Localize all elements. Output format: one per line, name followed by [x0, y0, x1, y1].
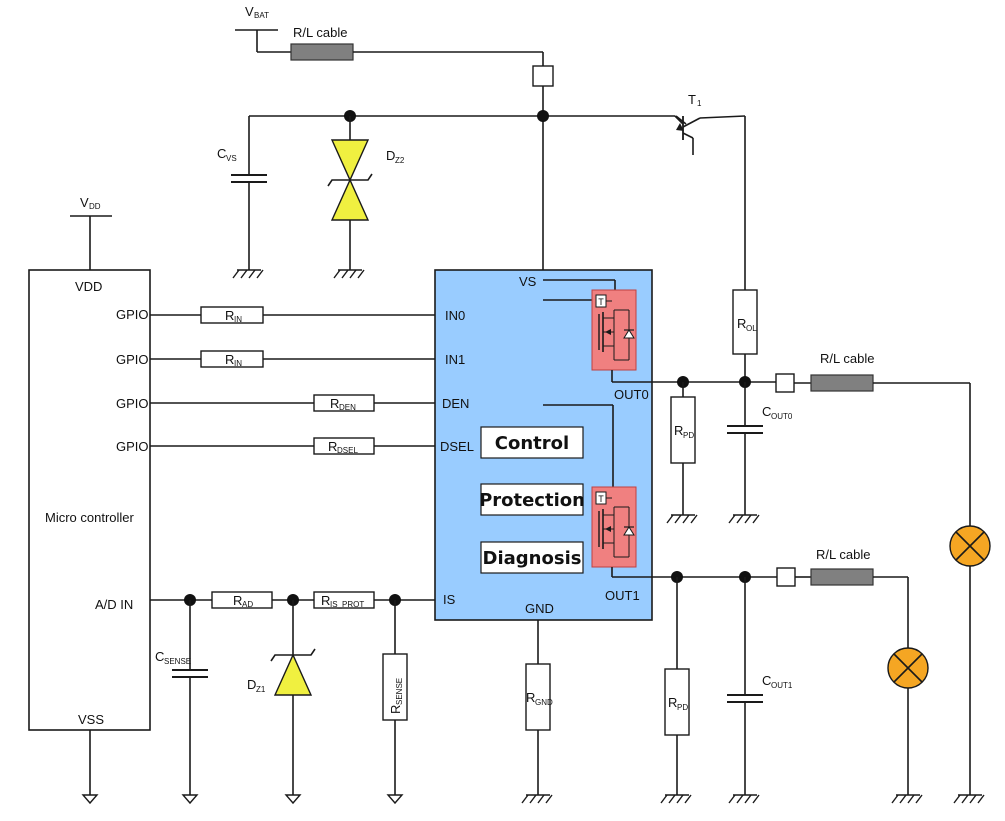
mcu-gpio-pin: GPIO [116, 307, 149, 322]
out0-cable-label: R/L cable [820, 351, 874, 366]
svg-text:Diagnosis: Diagnosis [483, 548, 582, 569]
mosfet-icon [591, 486, 637, 568]
mcu-adc-pin: A/D IN [95, 597, 133, 612]
svg-text:R: R [328, 439, 337, 454]
ground-icon [521, 794, 553, 804]
svg-text:DSEL: DSEL [337, 446, 358, 455]
pin-den: DEN [442, 396, 469, 411]
out0-connector [775, 373, 795, 393]
svg-text:D: D [386, 148, 395, 163]
micro-controller [28, 269, 151, 731]
svg-text:OUT0: OUT0 [771, 412, 793, 421]
rpd1-resistor [664, 668, 690, 736]
pin-gnd: GND [525, 601, 554, 616]
vdd-supply-label: V [80, 195, 89, 210]
t1-transistor-icon [674, 115, 746, 155]
out1-connector [776, 567, 796, 587]
vbat-cable-label: R/L cable [293, 25, 347, 40]
pin-in0: IN0 [445, 308, 465, 323]
svg-text:DD: DD [89, 202, 101, 211]
svg-text:R: R [233, 593, 242, 608]
svg-text:SENSE: SENSE [395, 678, 404, 705]
svg-text:R: R [674, 423, 683, 438]
mcu-gpio-pin: GPIO [116, 439, 149, 454]
diagnosis-block [480, 541, 584, 574]
mcu-vdd-pin: VDD [75, 279, 102, 294]
svg-text:R: R [321, 593, 330, 608]
svg-text:GND: GND [535, 698, 553, 707]
pin-dsel: DSEL [440, 439, 474, 454]
vbat-label: V [245, 4, 254, 19]
svg-text:AD: AD [242, 600, 253, 609]
pin-in1: IN1 [445, 352, 465, 367]
svg-text:R: R [668, 695, 677, 710]
control-block [480, 426, 584, 459]
svg-text:Control: Control [495, 433, 569, 454]
svg-text:PD: PD [683, 431, 694, 440]
ground-icon [82, 794, 98, 804]
svg-text:VS: VS [226, 154, 237, 163]
protection-block [480, 483, 584, 516]
svg-text:T: T [688, 92, 696, 107]
ground-icon [728, 514, 760, 524]
svg-text:SENSE: SENSE [164, 657, 191, 666]
ground-icon [387, 794, 403, 804]
vbat-cable [290, 43, 354, 61]
svg-text:D: D [247, 677, 256, 692]
svg-text:R: R [388, 705, 403, 714]
ground-icon [953, 794, 985, 804]
svg-text:R: R [225, 308, 234, 323]
svg-text:Z1: Z1 [256, 685, 266, 694]
svg-text:C: C [762, 673, 771, 688]
svg-text:C: C [762, 404, 771, 419]
svg-text:R: R [737, 316, 746, 331]
out1-cable-label: R/L cable [816, 547, 870, 562]
ground-icon [333, 269, 365, 279]
rgnd-resistor [525, 663, 551, 731]
svg-text:OUT1: OUT1 [771, 681, 793, 690]
vbat-connector [532, 65, 554, 87]
svg-text:Z2: Z2 [395, 156, 405, 165]
svg-text:OL: OL [746, 324, 757, 333]
svg-text:1: 1 [697, 99, 702, 108]
pin-is: IS [443, 592, 456, 607]
svg-text:IN: IN [234, 315, 242, 324]
mcu-vss-pin: VSS [78, 712, 104, 727]
svg-text:BAT: BAT [254, 11, 269, 20]
dz2-zener-diode-icon [327, 139, 373, 221]
lamp-icon [887, 647, 929, 689]
ground-icon [891, 794, 923, 804]
svg-text:DEN: DEN [339, 403, 356, 412]
svg-text:IN: IN [234, 359, 242, 368]
mcu-gpio-pin: GPIO [116, 352, 149, 367]
dz1-zener-diode-icon [270, 648, 316, 696]
svg-text:PD: PD [677, 703, 688, 712]
svg-text:R: R [225, 352, 234, 367]
out0-cable [810, 374, 874, 392]
ground-icon [660, 794, 692, 804]
mcu-title: Micro controller [45, 510, 135, 525]
svg-text:C: C [217, 146, 226, 161]
svg-text:IS_PROT: IS_PROT [330, 600, 364, 609]
svg-text:R: R [330, 396, 339, 411]
svg-text:Protection: Protection [479, 490, 585, 511]
mcu-gpio-pin: GPIO [116, 396, 149, 411]
lamp-icon [949, 525, 991, 567]
ground-icon [182, 794, 198, 804]
pin-vs: VS [519, 274, 537, 289]
ground-icon [285, 794, 301, 804]
ground-icon [232, 269, 264, 279]
svg-text:C: C [155, 649, 164, 664]
out1-cable [810, 568, 874, 586]
pin-out1: OUT1 [605, 588, 640, 603]
rpd0-resistor [670, 396, 696, 464]
ground-icon [728, 794, 760, 804]
svg-text:R: R [526, 690, 535, 705]
mosfet-icon [591, 289, 637, 371]
rsense-resistor [382, 653, 408, 721]
pin-out0: OUT0 [614, 387, 649, 402]
ground-icon [666, 514, 698, 524]
